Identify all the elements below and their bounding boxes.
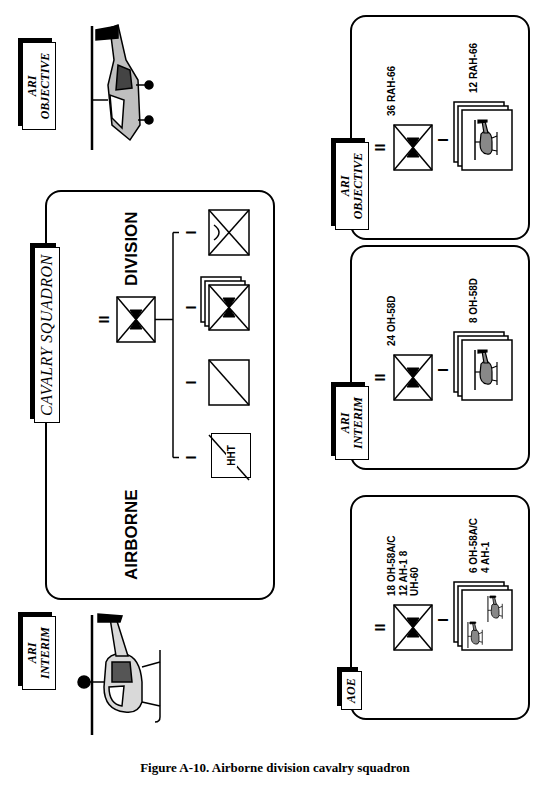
echelon-mark: II — [373, 624, 387, 632]
unit-title: AIRBORNE — [123, 489, 142, 580]
troop-symbol — [209, 210, 249, 255]
helicopter-icon — [468, 622, 482, 648]
unit-title: DIVISION — [123, 211, 142, 286]
echelon-mark: I — [184, 381, 198, 385]
tag-text: CAVALRY SQUADRON — [38, 254, 56, 416]
squadron-symbol — [394, 125, 432, 170]
echelon-tag: ARI OBJECTIVE — [335, 142, 369, 230]
aircraft-count: 8 OH-58D — [468, 278, 480, 323]
title-tag: CAVALRY SQUADRON — [34, 247, 60, 423]
tag-text: ARI INTERIM — [339, 393, 365, 453]
diagram-stage: ARI INTERIM ARI OBJECTIVE AIRBORNE DIVISION… — [0, 0, 550, 750]
tag-text: ARI OBJECTIVE — [26, 49, 52, 123]
echelon-tag: ARI INTERIM — [22, 616, 56, 690]
bracket-bar — [172, 233, 174, 458]
squadron-symbol — [394, 605, 432, 650]
wheel — [145, 81, 153, 89]
squadron-symbol — [394, 355, 432, 400]
symbol-diagonal — [209, 210, 249, 255]
mast — [92, 99, 108, 101]
echelon-tag: AOE — [341, 671, 362, 710]
helicopter-icon — [488, 596, 502, 622]
canopy — [109, 686, 124, 706]
aircraft-count: 36 RAH-66 — [386, 66, 398, 116]
mast — [90, 681, 104, 683]
echelon-mark: I — [436, 368, 450, 372]
troop-symbol-stack — [201, 277, 249, 330]
symbol-frame — [209, 285, 249, 330]
troop-symbol — [209, 360, 249, 405]
echelon-mark: I — [436, 618, 450, 622]
echelon-mark: II — [373, 144, 387, 152]
troop-box — [462, 340, 512, 400]
bracket-end — [173, 457, 179, 459]
helicopter-icon — [475, 350, 497, 390]
unit-symbol: HHT — [211, 433, 251, 478]
maintenance-mark — [214, 225, 219, 240]
symbol-diagonal — [209, 285, 249, 330]
unit-panel: 24 OH-58D8 OH-58DARI INTERIM — [350, 245, 530, 470]
rotor — [91, 26, 94, 150]
cavalry-diagonal — [209, 360, 249, 405]
tail-fin — [96, 26, 118, 40]
echelon-tag: ARI INTERIM — [335, 386, 369, 460]
canopy — [110, 95, 124, 128]
mast-sight — [78, 676, 90, 688]
aircraft-count: 24 OH-58D — [386, 295, 398, 346]
symbol-diagonal — [209, 285, 249, 330]
unit-panel: AIRBORNEDIVISIONCAVALRY SQUADRONHHT — [45, 190, 275, 600]
echelon-mark: I — [184, 306, 198, 310]
symbol-frame — [209, 210, 249, 255]
aircraft-count: 18 OH-58A/C 12 AH-1 8 UH-60 — [386, 532, 421, 596]
illustration-layer — [0, 0, 550, 750]
echelon-mark: I — [184, 231, 198, 235]
figure-caption: Figure A-10. Airborne division cavalry s… — [0, 760, 550, 776]
tail-fin — [98, 614, 122, 622]
wheel — [145, 116, 153, 124]
aircraft-count: 6 OH-58A/C 4 AH-1 — [468, 513, 491, 573]
symbol-diagonal — [209, 210, 249, 255]
troop-box — [462, 110, 512, 170]
aviation-bowtie — [223, 298, 235, 317]
unit-panel: 18 OH-58A/C 12 AH-1 8 UH-60 6 OH-58A/C 4 … — [350, 495, 530, 720]
tag-text: ARI INTERIM — [26, 623, 52, 683]
tag-text: AOE — [345, 678, 358, 703]
symbol-frame — [209, 360, 249, 405]
fuselage — [104, 654, 142, 713]
troop-box — [462, 590, 512, 650]
strut — [142, 702, 160, 706]
engine-panel — [116, 65, 132, 90]
helicopter-icon — [475, 120, 497, 160]
aircraft-count: 12 RAH-66 — [468, 43, 480, 93]
org-bracket — [155, 233, 179, 458]
tag-text: ARI OBJECTIVE — [339, 149, 365, 223]
echelon-mark: I — [436, 138, 450, 142]
bracket-end — [173, 232, 179, 234]
helicopter-illustration — [78, 614, 160, 735]
helicopter-illustration — [92, 25, 153, 150]
echelon-mark: II — [373, 374, 387, 382]
skid-tip — [155, 717, 160, 722]
echelon-mark: II — [97, 316, 111, 324]
engine-panel — [112, 662, 132, 682]
unit-panel: 36 RAH-6612 RAH-66ARI OBJECTIVE — [350, 15, 530, 240]
fuselage — [108, 25, 140, 140]
skid — [159, 650, 161, 717]
bracket-stem — [155, 319, 173, 321]
cavalry-diagonal — [209, 435, 249, 480]
tail-boom — [110, 618, 128, 656]
echelon-mark: I — [184, 456, 198, 460]
strut — [142, 662, 160, 667]
echelon-tag: ARI OBJECTIVE — [22, 42, 56, 130]
unit-code: HHT — [226, 444, 237, 467]
squadron-symbol — [117, 297, 155, 342]
rotor — [91, 615, 94, 735]
